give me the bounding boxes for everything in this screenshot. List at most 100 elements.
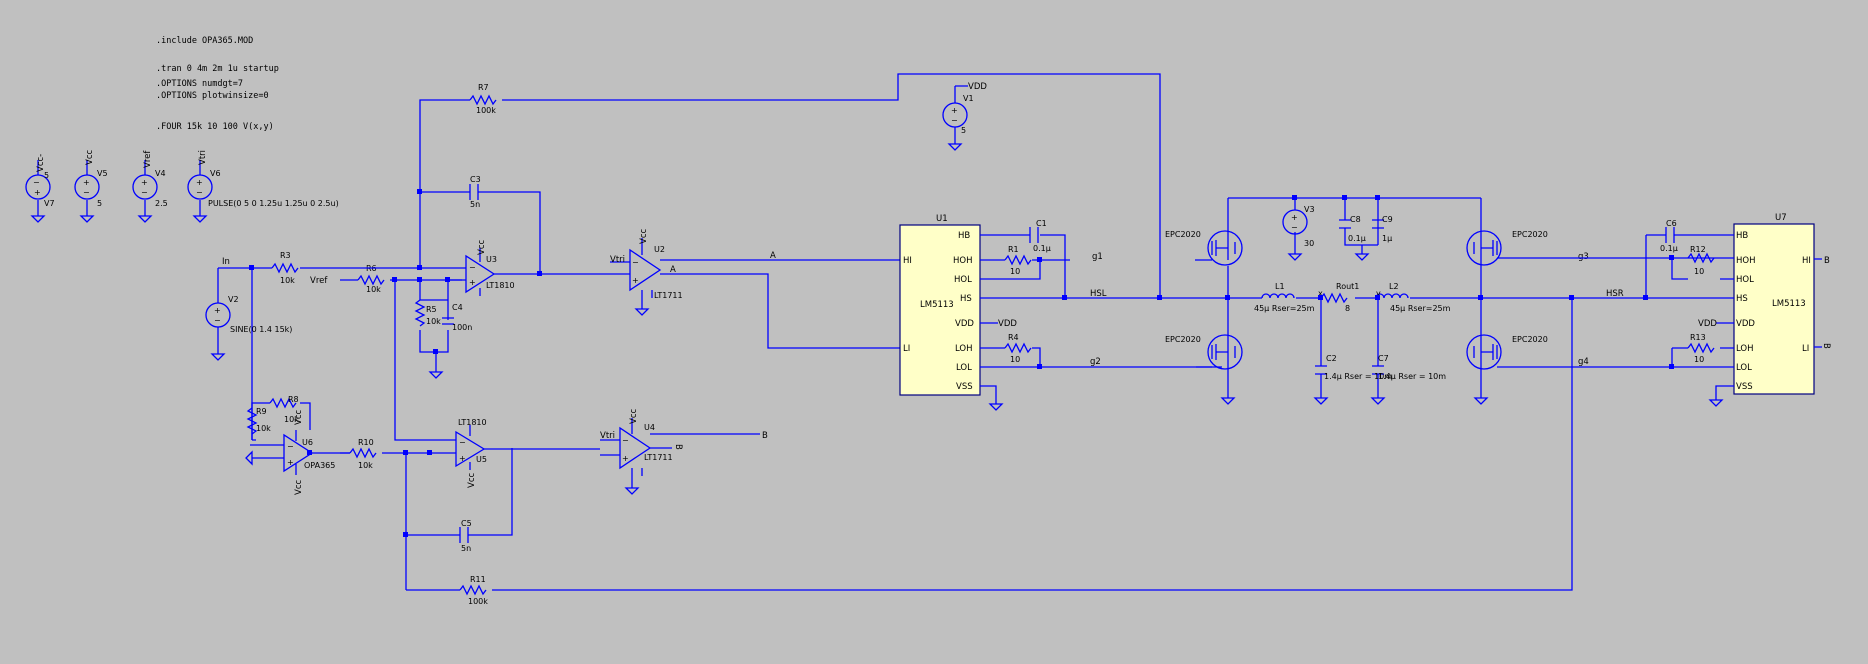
- r5-value: 10k: [426, 317, 441, 326]
- net-in: In: [222, 257, 230, 267]
- directive-tran[interactable]: .tran 0 4m 2m 1u startup: [156, 64, 279, 74]
- r7-value: 100k: [476, 106, 496, 115]
- spice-directives[interactable]: .include OPA365.MOD .tran 0 4m 2m 1u sta…: [156, 36, 279, 132]
- c9-value: 1µ: [1382, 234, 1392, 243]
- u7-pin-li: LI: [1802, 344, 1809, 354]
- u1-pin-vss: VSS: [956, 382, 973, 392]
- driver-u7[interactable]: U7 LM5113 HB HOH HOL HS VDD LOH LOL VSS …: [1515, 213, 1831, 407]
- l1-value: 45µ Rser=25m: [1254, 304, 1315, 313]
- c2-value: 1.4µ Rser = 10m: [1324, 372, 1392, 381]
- integrator-lower[interactable]: C5 5n −+ LT1810 U5 Vcc R11 100k: [394, 280, 1573, 606]
- u7-pin-loh: LOH: [1736, 344, 1754, 354]
- u1-pin-li: LI: [903, 344, 910, 354]
- c9-ref: C9: [1382, 215, 1393, 224]
- c8-ref: C8: [1350, 215, 1361, 224]
- u2-vcc-net: Vcc: [639, 229, 649, 244]
- power-stage[interactable]: +− V3 30 C8 0.1µ C9 1µ EPC2020 EPC2020 E…: [1165, 197, 1658, 405]
- c8-value: 0.1µ: [1348, 234, 1366, 243]
- r3-value: 10k: [280, 276, 295, 285]
- v2-ref: V2: [228, 295, 239, 304]
- svg-text:+: +: [83, 178, 90, 187]
- u1-pin-hol: HOL: [954, 275, 972, 285]
- r8-ref: R8: [288, 395, 299, 404]
- svg-text:−: −: [83, 188, 90, 197]
- v5-net: Vcc: [85, 150, 95, 165]
- u6-vccm-net: Vcc: [294, 480, 304, 495]
- driver-u1[interactable]: U1 LM5113 HI LI HB HOH HOL HS VDD LOH LO…: [899, 214, 1230, 411]
- source-v4[interactable]: +− V4 2.5 Vref: [132, 150, 168, 223]
- r13-ref: R13: [1690, 333, 1706, 342]
- u7-pin-hoh: HOH: [1736, 256, 1755, 266]
- fet-q1-model: EPC2020: [1165, 230, 1201, 239]
- v4-ref: V4: [155, 169, 166, 178]
- v2-value: SINE(0 1.4 15k): [230, 325, 292, 334]
- u6-vcc-net: Vcc: [294, 410, 304, 425]
- u4-vcc-net: Vcc: [629, 409, 639, 424]
- r11-ref: R11: [470, 575, 486, 584]
- net-hsr: HSR: [1606, 289, 1624, 299]
- rout-value: 8: [1345, 304, 1350, 313]
- r6-value: 10k: [366, 285, 381, 294]
- inverter-u6[interactable]: R8 10k R9 10k −+ Vcc Vcc U6 OPA365 R10 1…: [245, 395, 456, 495]
- v5-ref: V5: [97, 169, 108, 178]
- v1-net: VDD: [968, 82, 987, 92]
- comparator-u2[interactable]: −+ Vtri Vcc U2 LT1711 A A: [560, 229, 900, 349]
- l2-ref: L2: [1389, 282, 1399, 291]
- fet-q2-model: EPC2020: [1165, 335, 1201, 344]
- svg-text:−: −: [469, 263, 476, 272]
- r12-value: 10: [1694, 267, 1704, 276]
- u4-ref: U4: [644, 423, 655, 432]
- directive-four[interactable]: .FOUR 15k 10 100 V(x,y): [156, 122, 274, 132]
- u5-vccm-net: Vcc: [467, 473, 477, 488]
- net-b: B: [762, 431, 768, 441]
- svg-text:−: −: [141, 188, 148, 197]
- comparator-u4[interactable]: −+ Vtri Vcc U4 LT1711 B B: [600, 409, 768, 495]
- c5-value: 5n: [461, 544, 471, 553]
- u1-ref: U1: [936, 214, 948, 224]
- fet-q4-model: EPC2020: [1512, 335, 1548, 344]
- directive-include[interactable]: .include OPA365.MOD: [156, 36, 253, 46]
- u7-pin-lol: LOL: [1736, 363, 1752, 373]
- u7-pin-hs: HS: [1736, 294, 1748, 304]
- c1-value: 0.1µ: [1033, 244, 1051, 253]
- v7-value: 5: [44, 171, 49, 180]
- directive-options-numdgt[interactable]: .OPTIONS numdgt=7: [156, 79, 243, 89]
- fet-q3-model: EPC2020: [1512, 230, 1548, 239]
- l1-ref: L1: [1275, 282, 1285, 291]
- u1-pin-vdd: VDD: [955, 319, 974, 329]
- svg-text:+: +: [632, 276, 639, 285]
- v5-value: 5: [97, 199, 102, 208]
- junctions: [249, 189, 1674, 537]
- v3-value: 30: [1304, 239, 1314, 248]
- v7-net: Vcc-: [36, 154, 46, 172]
- net-g4: g4: [1578, 357, 1589, 367]
- u3-vcc-net: Vcc: [477, 240, 487, 255]
- u2-ref: U2: [654, 245, 665, 254]
- u7-pin-vss: VSS: [1736, 382, 1753, 392]
- source-v5[interactable]: +− V5 5 Vcc: [74, 150, 108, 223]
- r3-ref: R3: [280, 251, 291, 260]
- svg-text:+: +: [622, 454, 629, 463]
- source-v6[interactable]: +− V6 PULSE(0 5 0 1.25u 1.25u 0 2.5u) Vt…: [187, 150, 339, 223]
- r1-ref: R1: [1008, 245, 1019, 254]
- svg-text:−: −: [196, 188, 203, 197]
- svg-text:+: +: [459, 454, 466, 463]
- v4-net: Vref: [143, 150, 153, 168]
- r12-ref: R12: [1690, 245, 1706, 254]
- svg-text:−: −: [33, 178, 40, 187]
- source-v7[interactable]: −+ 5 V7 Vcc-: [25, 154, 55, 223]
- c3-ref: C3: [470, 175, 481, 184]
- c4-value: 100n: [452, 323, 472, 332]
- net-bbar: B: [673, 444, 683, 450]
- svg-text:−: −: [622, 436, 629, 445]
- source-v1[interactable]: +− VDD V1 5: [942, 82, 987, 151]
- u7-b-net: B: [1824, 256, 1830, 266]
- integrator-upper[interactable]: R3 10k Vref R6 10k R7 100k C3 5n −+ Vcc …: [252, 73, 1161, 379]
- r4-value: 10: [1010, 355, 1020, 364]
- directive-options-plotwinsize[interactable]: .OPTIONS plotwinsize=0: [156, 91, 269, 101]
- c6-ref: C6: [1666, 219, 1677, 228]
- svg-text:−: −: [1291, 223, 1298, 232]
- r11-value: 100k: [468, 597, 488, 606]
- r1-value: 10: [1010, 267, 1020, 276]
